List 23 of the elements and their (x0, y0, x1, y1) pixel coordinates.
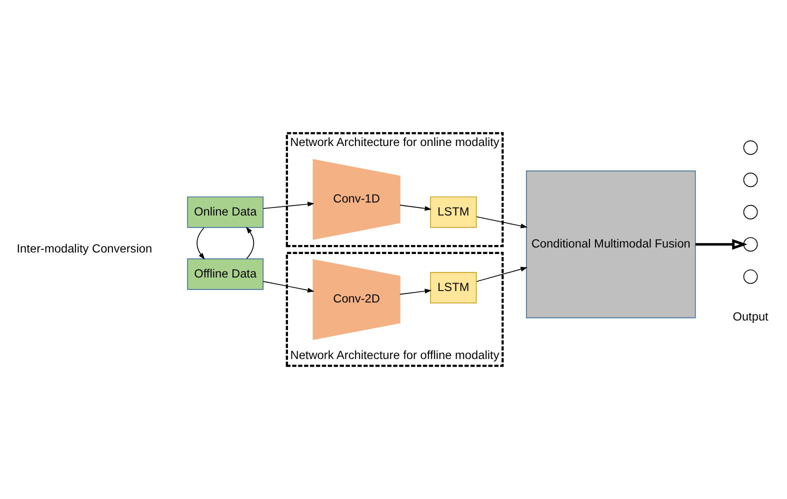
arrow (476, 266, 528, 282)
node-box: Offline Data (187, 258, 264, 290)
node-circle (743, 269, 758, 284)
arrow (262, 202, 314, 209)
arrow (476, 216, 528, 228)
node-circle (743, 237, 758, 252)
node-box: Conditional Multimodal Fusion (526, 170, 696, 318)
node-box: LSTM (430, 272, 477, 304)
arrow (400, 288, 432, 295)
node-circle (743, 172, 758, 188)
arrow (196, 227, 205, 260)
label: Output (732, 310, 768, 324)
node-box: Online Data (187, 196, 264, 228)
node-box: Conv-2D (312, 259, 400, 340)
node-circle (743, 204, 758, 220)
node-circle (743, 140, 758, 155)
arrow (246, 226, 254, 260)
node-box: Conv-1D (312, 159, 400, 240)
label: Inter-modality Conversion (16, 242, 152, 256)
node-box: LSTM (430, 196, 477, 228)
arrow (696, 239, 748, 250)
arrow (262, 281, 314, 292)
arrow (400, 204, 432, 211)
